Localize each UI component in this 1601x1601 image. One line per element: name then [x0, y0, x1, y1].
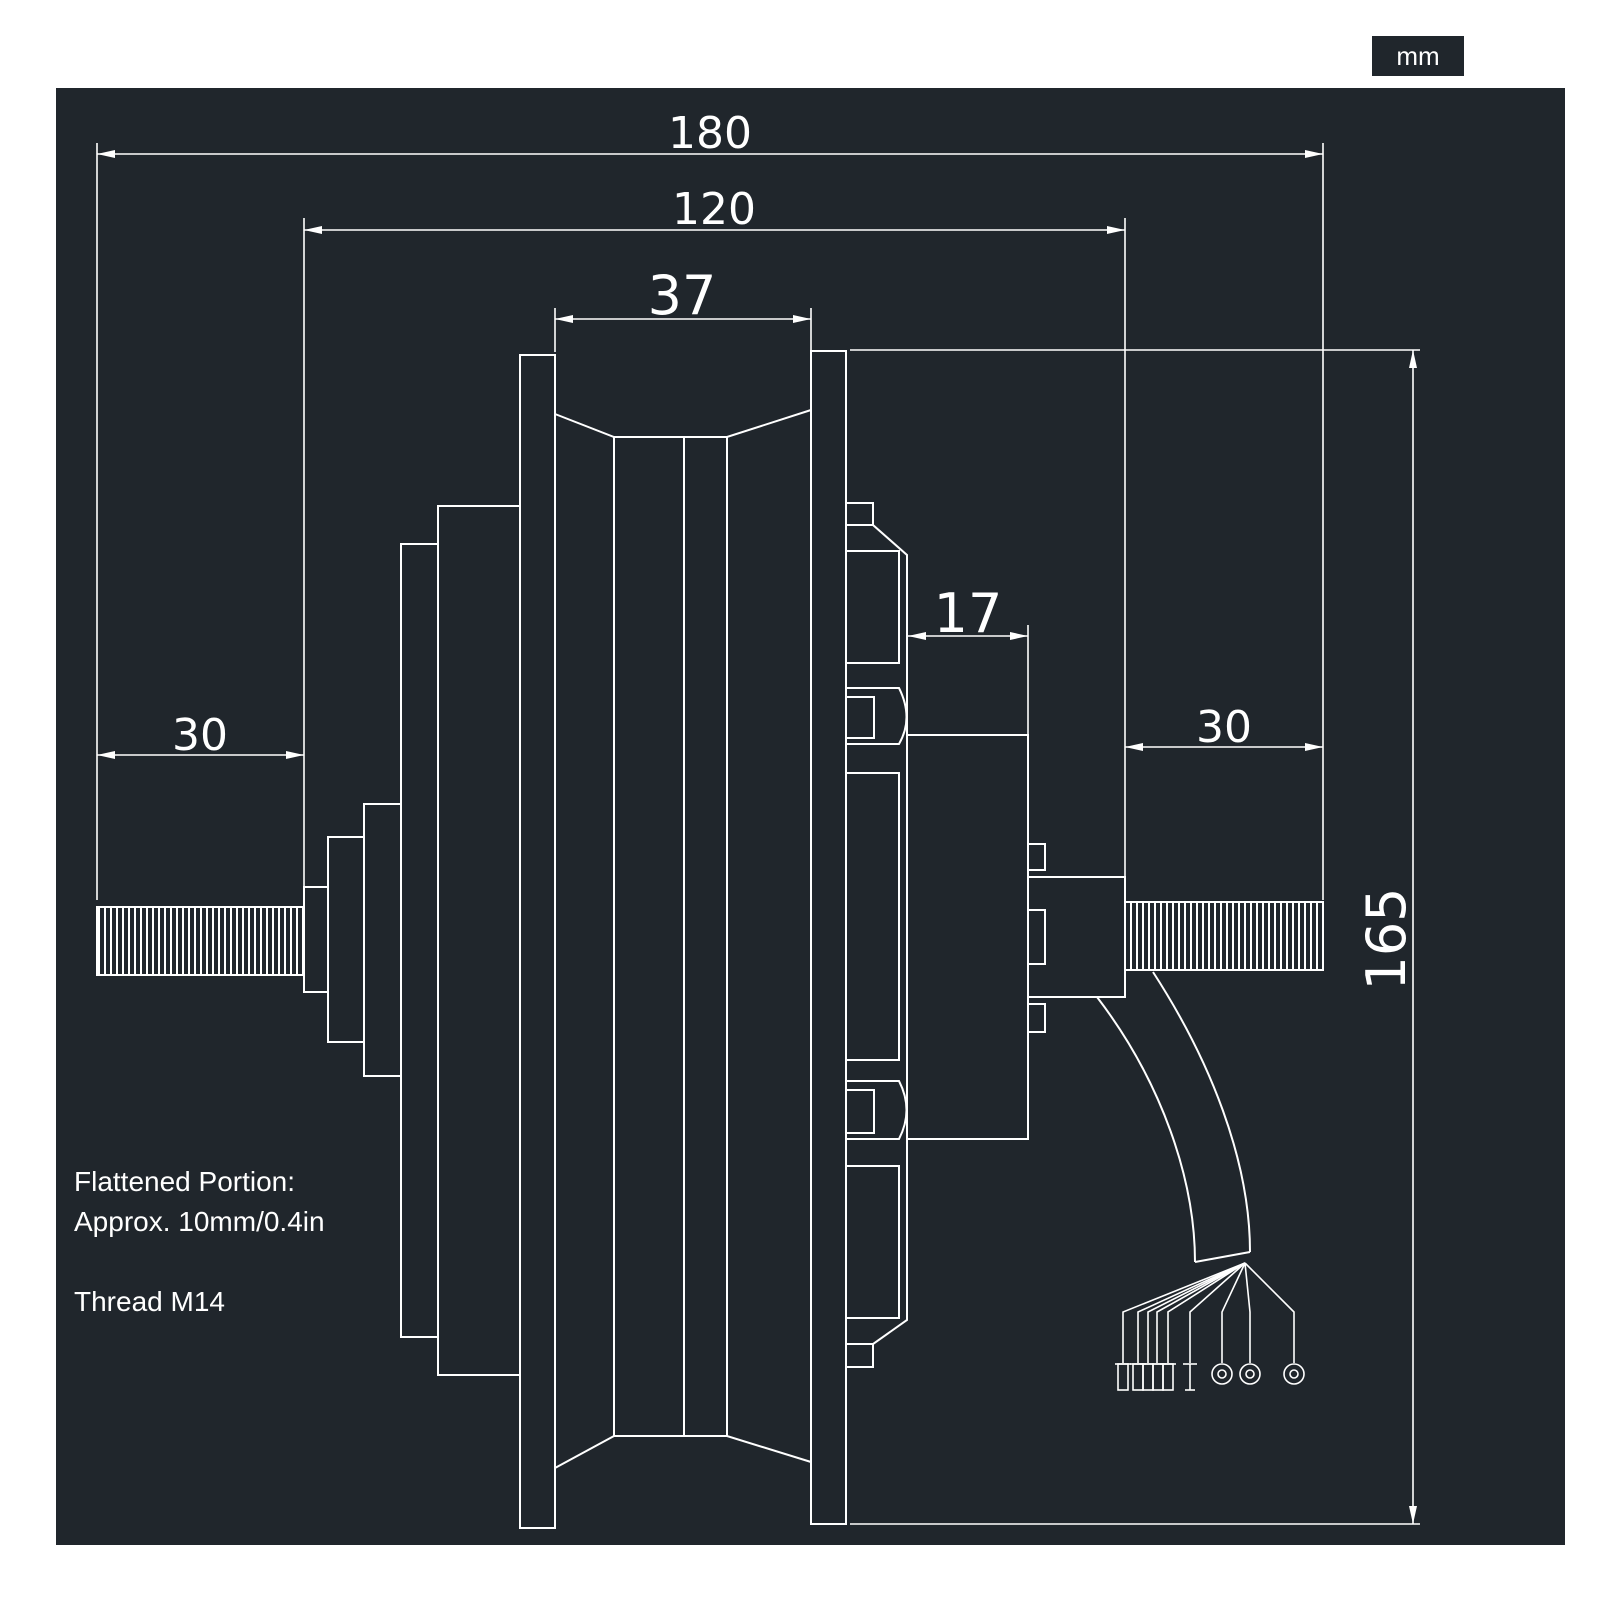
unit-badge: mm	[1372, 36, 1464, 76]
left-hub-steps	[303, 505, 521, 1376]
dimension-120	[304, 226, 1125, 234]
thread-spec: Thread M14	[74, 1286, 225, 1317]
rim	[519, 350, 847, 1529]
cable-wires	[1122, 1262, 1295, 1363]
dim-label-17: 17	[934, 582, 1003, 645]
left-axle	[96, 906, 305, 976]
dim-label-180: 180	[668, 108, 752, 159]
wire-connectors	[1115, 1363, 1305, 1391]
dim-label-30-right: 30	[1196, 702, 1252, 753]
dimension-30-right	[1125, 743, 1323, 751]
dimension-30-left	[97, 751, 304, 759]
flattened-portion-title: Flattened Portion:	[74, 1166, 296, 1197]
motor-cable	[1096, 971, 1251, 1263]
dim-label-37: 37	[648, 264, 717, 327]
dim-label-165: 165	[1355, 887, 1418, 990]
right-side-cover	[845, 502, 1126, 1368]
dimension-17	[908, 632, 1028, 640]
dim-label-30-left: 30	[172, 710, 228, 761]
flattened-portion-value: Approx. 10mm/0.4in	[74, 1206, 325, 1237]
dimension-180	[97, 150, 1323, 158]
right-axle	[1124, 901, 1324, 971]
extension-lines	[96, 143, 1420, 1525]
dim-label-120: 120	[672, 184, 756, 235]
dimension-37	[555, 315, 811, 323]
dimension-165	[1409, 350, 1417, 1524]
